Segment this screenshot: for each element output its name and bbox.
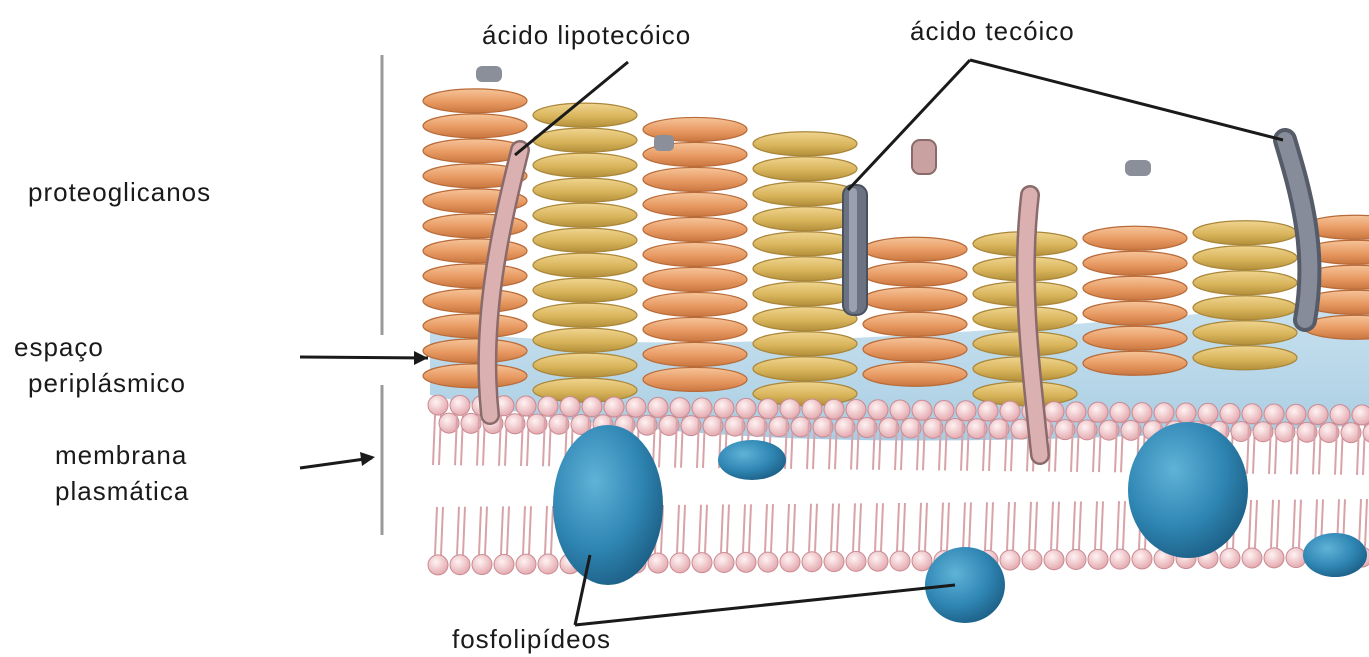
label-plasma-membrane-line1: membrana [55,438,187,472]
label-phospholipids: fosfolipídeos [452,622,611,656]
label-periplasmic-space-line1: espaço [14,330,104,364]
label-lipoteichoic-acid: ácido lipotecóico [482,18,691,52]
label-teichoic-acid: ácido tecóico [910,14,1075,48]
peptidoglycan-layer [423,89,1369,406]
label-proteoglycans: proteoglicanos [28,175,211,209]
label-plasma-membrane-line2: plasmática [55,474,189,508]
label-periplasmic-space-line2: periplásmico [28,366,186,400]
